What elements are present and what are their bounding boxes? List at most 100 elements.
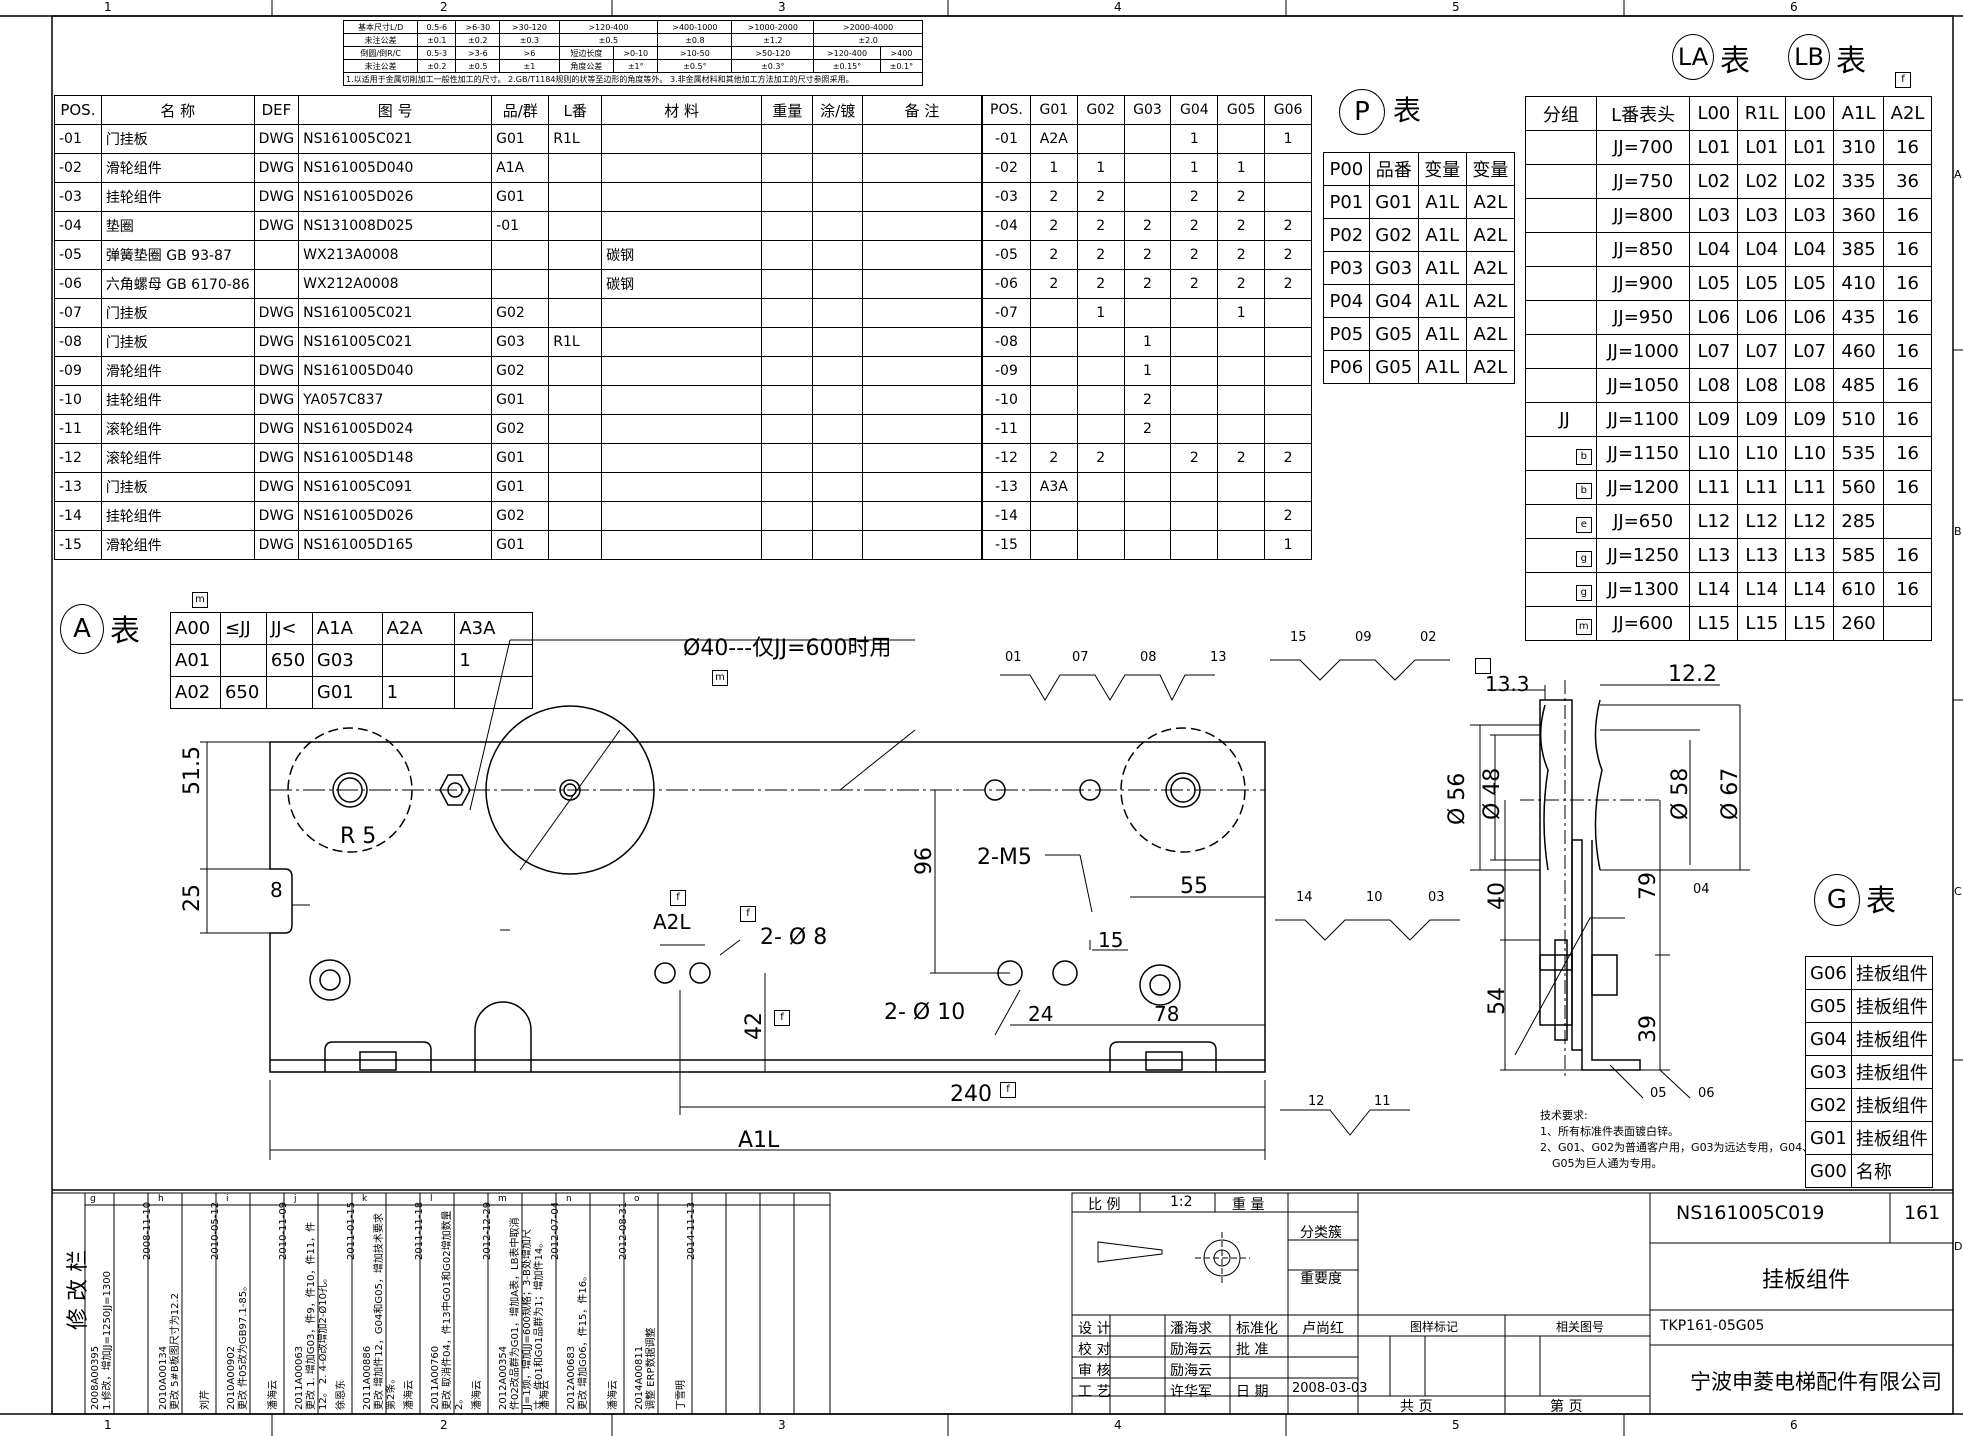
la-lb-cell: JJ=1200: [1595, 470, 1691, 505]
revision-date: 2011-01-15: [346, 1201, 357, 1260]
la-lb-cell: L11: [1785, 470, 1835, 505]
importance-label: 重要度: [1300, 1271, 1342, 1287]
parts-cell: [761, 240, 814, 270]
parts-cell: G01: [491, 124, 550, 154]
parts-cell: [862, 298, 982, 328]
pos-cell: 2: [1123, 240, 1172, 270]
company-name: 宁波申菱电梯配件有限公司: [1690, 1370, 1942, 1394]
la-lb-cell: JJ=1150: [1595, 436, 1691, 471]
parts-cell: DWG: [253, 211, 300, 241]
balloon-15: 15: [1290, 630, 1307, 645]
parts-cell: [761, 443, 814, 473]
total-pages-label: 共 页: [1400, 1399, 1433, 1415]
zone-col-2-bottom: 2: [440, 1418, 448, 1432]
tol-cell: >10-50: [657, 46, 733, 60]
pos-cell: [1076, 530, 1125, 560]
revision-person: 潘海云: [608, 1380, 619, 1410]
p-header: 变量: [1417, 152, 1467, 186]
pos-cell: 2: [1217, 269, 1266, 299]
g-cell: 挂板组件: [1850, 989, 1933, 1023]
parts-cell: [761, 124, 814, 154]
dim-a1l: A1L: [738, 1128, 780, 1153]
parts-cell: -02: [54, 153, 102, 183]
pos-cell: [1264, 298, 1312, 328]
parts-cell: -13: [54, 472, 102, 502]
pos-cell: [1029, 327, 1078, 357]
parts-cell: [548, 298, 603, 328]
parts-cell: [601, 211, 763, 241]
pos-cell: 2: [1264, 240, 1312, 270]
revision-flag: m: [1575, 618, 1592, 635]
pos-cell: 1: [1264, 530, 1312, 560]
parts-cell: A1A: [491, 153, 550, 183]
pos-cell: 2: [1076, 443, 1125, 473]
pos-cell: A3A: [1029, 472, 1078, 502]
la-lb-cell: L13: [1689, 538, 1739, 573]
dim-39: 39: [1636, 1015, 1661, 1043]
g-table-letter: G: [1814, 874, 1860, 926]
zone-col-6-bottom: 6: [1790, 1418, 1798, 1432]
la-lb-flag: f: [1895, 72, 1911, 88]
parts-cell: DWG: [253, 530, 300, 560]
p-cell: A2L: [1465, 185, 1516, 219]
zone-col-3-bottom: 3: [778, 1418, 786, 1432]
la-lb-cell: JJ=700: [1595, 130, 1691, 165]
la-lb-cell: L14: [1737, 572, 1787, 607]
revision-person: 潘海云: [472, 1380, 483, 1410]
parts-cell: NS161005D026: [298, 501, 493, 531]
p-table-suffix: 表: [1393, 94, 1422, 127]
pos-cell: [1170, 385, 1219, 415]
la-header: L00: [1689, 96, 1739, 131]
la-lb-cell: L13: [1737, 538, 1787, 573]
pos-cell: [1170, 356, 1219, 386]
la-lb-cell: [1883, 504, 1932, 539]
pos-cell: 2: [1123, 211, 1172, 241]
tol-cell: >120-400: [813, 46, 881, 60]
parts-cell: G02: [491, 501, 550, 531]
tol-cell: 基本尺寸L/D: [342, 20, 419, 34]
la-lb-cell: L01: [1785, 130, 1835, 165]
la-lb-cell: L10: [1785, 436, 1835, 471]
parts-cell: 滑轮组件: [100, 153, 255, 183]
la-lb-cell: 310: [1833, 130, 1885, 165]
la-lb-cell: 16: [1883, 368, 1932, 403]
tolerance-row-3: 倒圆/倒R/C 0.5-3 >3-6 >6 短边长度 >0-10 >10-50 …: [342, 46, 924, 60]
pos-cell: [1123, 182, 1172, 212]
a-cell: [265, 676, 313, 709]
tol-cell: >50-120: [731, 46, 815, 60]
la-lb-cell: 16: [1883, 130, 1932, 165]
lb-table-letter: LB: [1788, 34, 1830, 80]
la-lb-cell: 16: [1883, 198, 1932, 233]
parts-cell: DWG: [253, 385, 300, 415]
g-cell: 挂板组件: [1850, 1055, 1933, 1089]
parts-cell: NS161005D040: [298, 356, 493, 386]
la-lb-cell: L04: [1785, 232, 1835, 267]
balloon-14: 14: [1296, 890, 1313, 905]
col-header-l-no: L番: [548, 95, 603, 125]
parts-cell: [812, 472, 864, 502]
parts-cell: [548, 501, 603, 531]
pos-cell: [1217, 530, 1266, 560]
parts-cell: R1L: [548, 124, 603, 154]
pos-cell: [1123, 153, 1172, 183]
a-table-flag: m: [192, 592, 208, 608]
la-lb-cell: 610: [1833, 572, 1885, 607]
dim-phi48: Ø 48: [1480, 767, 1505, 820]
tol-cell: 未注公差: [342, 33, 419, 47]
col-header-coating: 涂/镀: [812, 95, 864, 125]
parts-cell: [812, 182, 864, 212]
parts-cell: [601, 385, 763, 415]
tol-cell: >3-6: [455, 46, 501, 60]
la-lb-cell: L01: [1737, 130, 1787, 165]
col-header-material: 材 料: [601, 95, 763, 125]
pos-cell: [1264, 385, 1312, 415]
